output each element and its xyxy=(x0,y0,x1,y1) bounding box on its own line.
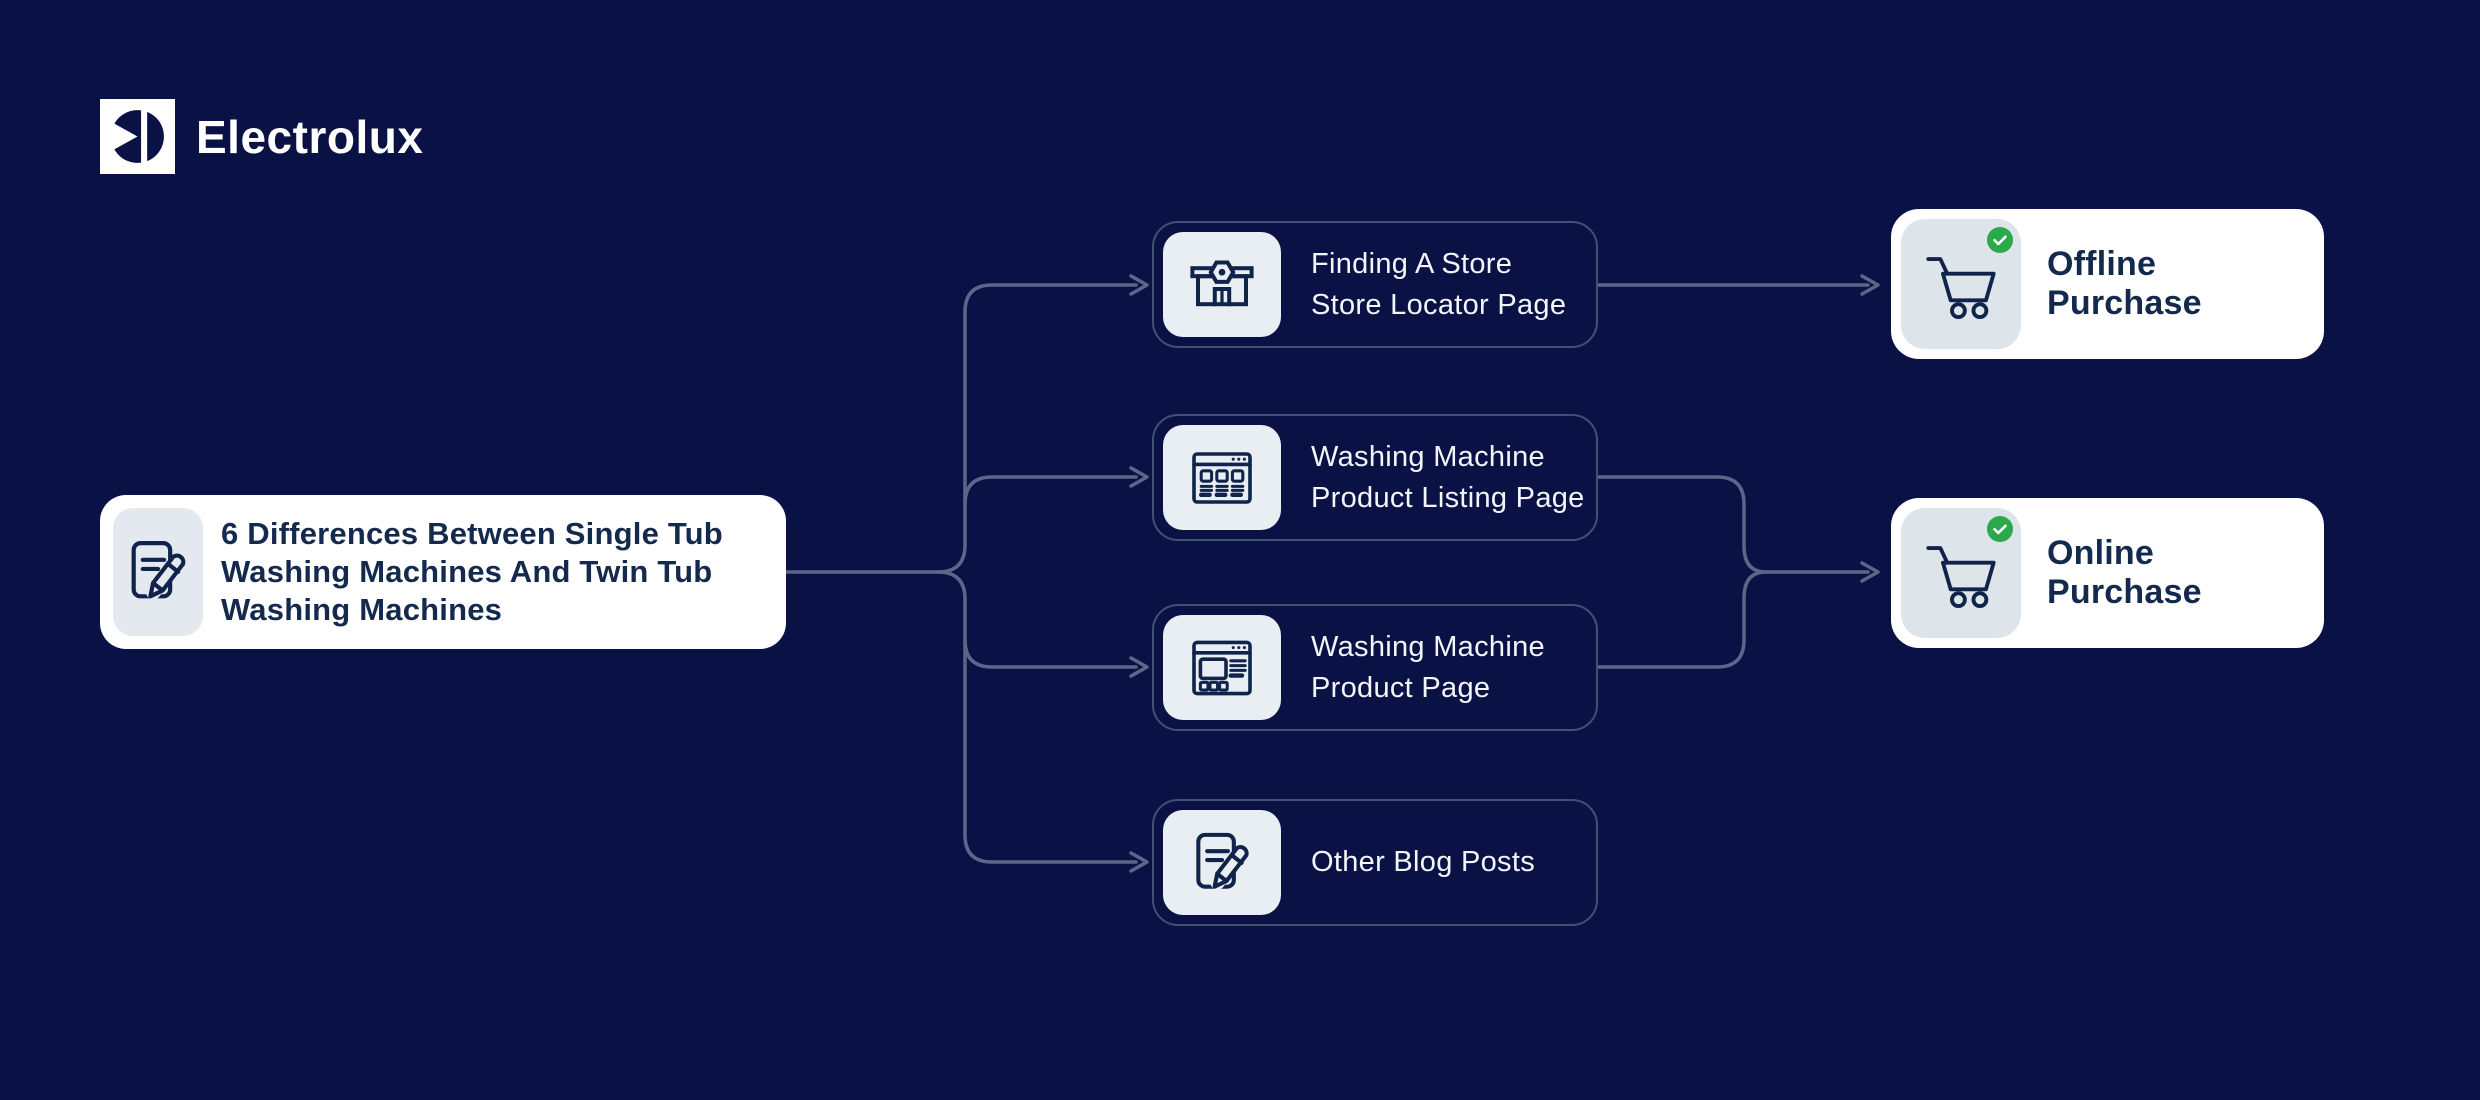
brand-name: Electrolux xyxy=(196,110,424,163)
outcome-offline-purchase: Offline Purchase xyxy=(1891,209,2324,359)
product-listing-icon xyxy=(1163,425,1281,530)
edge-source-to-product xyxy=(963,638,1138,669)
edge-source-to-store-locator xyxy=(784,283,1138,574)
node-label: Other Blog Posts xyxy=(1311,846,1536,878)
edge-listing-to-online xyxy=(1596,475,1870,574)
brand-logo: Electrolux xyxy=(100,99,423,174)
arrowhead-icon xyxy=(1129,274,1149,296)
outcome-label: Offline Purchase xyxy=(2047,245,2202,322)
outcome-label: Online Purchase xyxy=(2047,534,2202,611)
store-icon xyxy=(1163,232,1281,337)
node-other-blog-posts: Other Blog Posts xyxy=(1152,799,1598,926)
blog-post-icon xyxy=(113,508,203,636)
arrowhead-icon xyxy=(1129,656,1149,678)
arrowhead-icon xyxy=(1129,851,1149,873)
node-label: Finding A Store Store Locator Page xyxy=(1311,247,1567,321)
arrowhead-icon xyxy=(1860,274,1880,296)
product-page-icon xyxy=(1163,615,1281,720)
edge-source-to-listing xyxy=(963,475,1138,506)
node-product-page: Washing Machine Product Page xyxy=(1152,604,1598,731)
green-check-badge-icon xyxy=(1987,516,2013,542)
electrolux-emblem-icon xyxy=(100,99,175,174)
shopping-cart-icon xyxy=(1901,508,2021,638)
node-store-locator: Finding A Store Store Locator Page xyxy=(1152,221,1598,348)
arrowhead-icon xyxy=(1860,561,1880,583)
outcome-online-purchase: Online Purchase xyxy=(1891,498,2324,648)
node-product-listing-page: Washing Machine Product Listing Page xyxy=(1152,414,1598,541)
edge-product-to-online xyxy=(1596,570,1768,669)
edge-source-to-other-blogs xyxy=(936,570,1138,864)
source-blog-title: 6 Differences Between Single Tub Washing… xyxy=(221,516,723,627)
shopping-cart-icon xyxy=(1901,219,2021,349)
source-blog-card: 6 Differences Between Single Tub Washing… xyxy=(100,495,786,649)
node-label: Washing Machine Product Page xyxy=(1311,630,1545,704)
green-check-badge-icon xyxy=(1987,227,2013,253)
node-label: Washing Machine Product Listing Page xyxy=(1311,440,1585,514)
blog-post-icon xyxy=(1163,810,1281,915)
arrowhead-icon xyxy=(1129,466,1149,488)
